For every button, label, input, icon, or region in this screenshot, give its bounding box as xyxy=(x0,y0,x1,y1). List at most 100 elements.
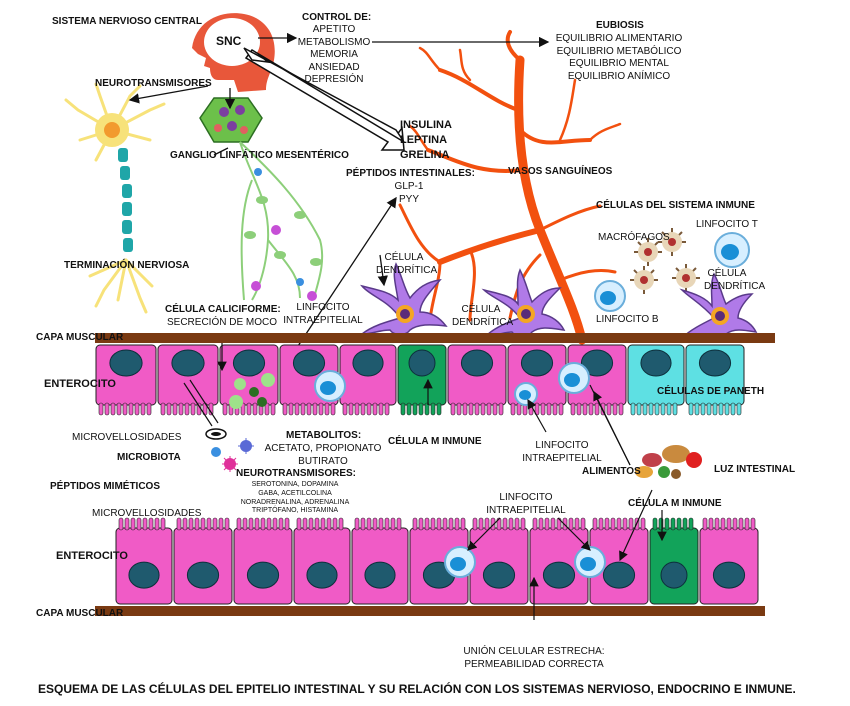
immune-cells-group xyxy=(594,228,750,312)
label-microvilli-top: MICROVELLOSIDADES xyxy=(72,432,182,443)
hormone-list: INSULINA LEPTINA GRELINA xyxy=(400,118,452,163)
label-goblet-title: CÉLULA CALICIFORME: xyxy=(165,304,281,315)
label-snc-system: SISTEMA NERVIOSO CENTRAL xyxy=(52,16,203,27)
muscle-layer-bottom xyxy=(95,606,765,616)
label-blood-vessels: VASOS SANGUÍNEOS xyxy=(508,166,613,177)
label-junction-title: UNIÓN CELULAR ESTRECHA: xyxy=(463,646,605,657)
enterocyte-cell xyxy=(339,344,397,416)
neurotransmitter-item: SEROTONINA, DOPAMINA xyxy=(251,481,339,488)
enterocyte-cell xyxy=(507,344,567,416)
hormone-item: GRELINA xyxy=(400,148,450,161)
blood-vessels xyxy=(398,30,622,345)
neurotransmitter-item: TRIPTÓFANO, HISTAMINA xyxy=(251,507,339,515)
head-illustration xyxy=(192,13,275,92)
eubiosis-item: EQUILIBRIO ANÍMICO xyxy=(567,70,671,82)
top-arrows xyxy=(128,32,550,287)
control-item: METABOLISMO xyxy=(297,36,371,48)
paneth-cell xyxy=(685,344,745,416)
label-macrophages: MACRÓFAGOS xyxy=(598,232,670,243)
label-neuro-title: NEUROTRANSMISORES: xyxy=(236,468,357,479)
label-muscle-top: CAPA MUSCULAR xyxy=(36,332,124,343)
label-neurotransmitters-top: NEUROTRANSMISORES xyxy=(95,78,212,89)
control-item: DEPRESIÓN xyxy=(304,74,364,85)
enterocyte-cell xyxy=(115,517,173,605)
label-enterocyte-bottom: ENTEROCITO xyxy=(56,550,128,562)
hormone-item: INSULINA xyxy=(400,119,452,131)
label-dendritic-mid: CÉLULA DENDRÍTICA xyxy=(452,304,514,328)
dendritic-cells xyxy=(359,262,758,340)
enterocyte-cell xyxy=(157,344,219,416)
m-cell xyxy=(649,517,699,605)
goblet-granules xyxy=(229,373,275,409)
enterocyte-cell xyxy=(469,517,529,605)
epithelium-top xyxy=(95,344,745,416)
enterocyte-cell xyxy=(409,517,469,605)
label-lymphocyte-b: LINFOCITO B xyxy=(596,314,659,325)
intraepithelial-lymphocytes xyxy=(314,362,606,578)
ganglion-illustration xyxy=(199,97,324,301)
figure-caption: ESQUEMA DE LAS CÉLULAS DEL EPITELIO INTE… xyxy=(38,682,796,696)
label-snc: SNC xyxy=(216,34,242,48)
label-peptides-title: PÉPTIDOS INTESTINALES: xyxy=(346,168,475,179)
peptide-item: PYY xyxy=(398,193,419,205)
neurotransmitter-item: GABA, ACETILCOLINA xyxy=(258,489,332,497)
label-goblet-sub: SECRECIÓN DE MOCO xyxy=(167,317,278,328)
label-m-cell-top: CÉLULA M INMUNE xyxy=(388,436,482,447)
label-metabolites-title: METABOLITOS: xyxy=(286,430,362,441)
peptide-item: GLP-1 xyxy=(394,181,424,192)
label-paneth: CÉLULAS DE PANETH xyxy=(657,386,765,397)
label-immune-cells: CÉLULAS DEL SISTEMA INMUNE xyxy=(596,200,755,211)
label-food: ALIMENTOS xyxy=(582,466,641,477)
enterocyte-cell xyxy=(95,344,157,416)
control-item: ANSIEDAD xyxy=(308,61,360,73)
enterocyte-cell xyxy=(529,517,589,605)
muscle-layer-top xyxy=(95,333,775,343)
enterocyte-cell xyxy=(589,517,649,605)
eubiosis-item: EQUILIBRIO METABÓLICO xyxy=(556,45,682,57)
label-lymph-intra-top: LINFOCITO INTRAEPITELIAL xyxy=(283,302,363,326)
label-dendritic-right: CÉLULA DENDRÍTICA xyxy=(704,268,766,292)
neuron-illustration xyxy=(64,82,166,314)
epithelium-bottom xyxy=(115,517,759,605)
hormone-item: LEPTINA xyxy=(400,133,448,146)
neurotransmitter-item: NORADRENALINA, ADRENALINA xyxy=(240,498,350,506)
label-nerve-ending: TERMINACIÓN NERVIOSA xyxy=(64,260,190,271)
label-lymph-intra-bottom: LINFOCITO INTRAEPITELIAL xyxy=(486,492,566,516)
label-enterocyte-top: ENTEROCITO xyxy=(44,378,116,390)
enterocyte-cell xyxy=(447,344,507,416)
paneth-cell xyxy=(627,344,685,416)
m-cell xyxy=(397,344,447,416)
enterocyte-cell xyxy=(173,517,233,605)
control-item: APETITO xyxy=(312,24,356,35)
label-muscle-bottom: CAPA MUSCULAR xyxy=(36,608,124,619)
enterocyte-cell xyxy=(699,517,759,605)
label-control-title: CONTROL DE: xyxy=(302,12,372,23)
label-metabolites-items: ACETATO, PROPIONATO BUTIRATO xyxy=(264,443,382,467)
label-lymphocyte-t: LINFOCITO T xyxy=(696,219,758,230)
label-lumen: LUZ INTESTINAL xyxy=(714,464,796,475)
eubiosis-item: EQUILIBRIO ALIMENTARIO xyxy=(555,33,683,44)
label-eubiosis: EUBIOSIS xyxy=(596,20,644,31)
label-microbiota: MICROBIOTA xyxy=(117,452,181,463)
control-item: MEMORIA xyxy=(310,49,358,60)
label-dendritic-left: CÉLULA DENDRÍTICA xyxy=(376,252,438,276)
label-lymph-intra-mid: LINFOCITO INTRAEPITELIAL xyxy=(522,440,602,464)
lower-arrows xyxy=(183,343,667,620)
enterocyte-cell xyxy=(351,517,409,605)
label-ganglion: GANGLIO LINFÁTICO MESENTÉRICO xyxy=(170,150,349,161)
hollow-arrows xyxy=(243,47,405,151)
label-microvilli-bottom: MICROVELLOSIDADES xyxy=(92,508,202,519)
eubiosis-item: EQUILIBRIO MENTAL xyxy=(569,58,669,69)
microbiota-group xyxy=(205,428,254,472)
label-m-cell-bottom: CÉLULA M INMUNE xyxy=(628,498,722,509)
enterocyte-cell xyxy=(219,344,279,416)
enterocyte-cell xyxy=(293,517,351,605)
label-mimetic: PÉPTIDOS MIMÉTICOS xyxy=(50,481,161,492)
enterocyte-cell xyxy=(233,517,293,605)
food-illustration xyxy=(635,445,702,479)
